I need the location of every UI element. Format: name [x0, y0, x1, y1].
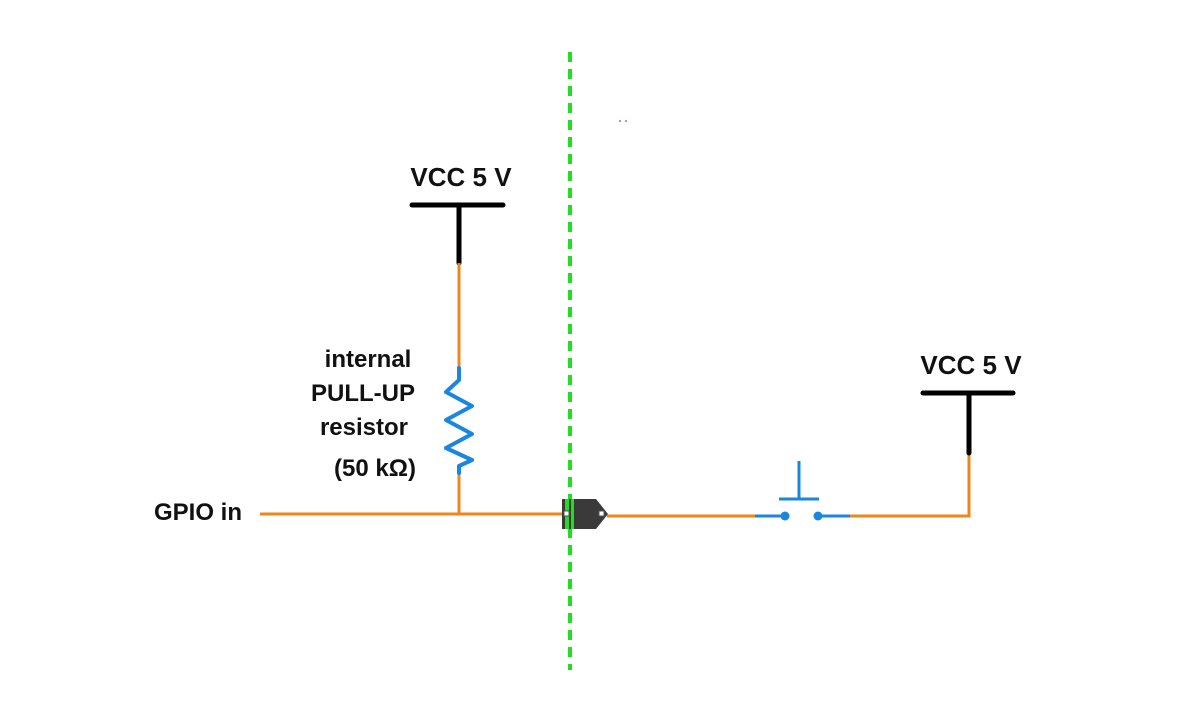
gpio-pin-connector[interactable]	[562, 499, 608, 529]
vcc-left-label: VCC 5 V	[410, 162, 512, 192]
stray-dot	[619, 120, 621, 122]
resistor-label-line3: resistor	[320, 414, 408, 441]
resistor-value-label: (50 kΩ)	[334, 455, 416, 482]
gpio-in-label: GPIO in	[154, 499, 242, 526]
vcc-right-label: VCC 5 V	[920, 350, 1022, 380]
vcc-left-symbol	[409, 202, 506, 266]
resistor-label-line1: internal	[325, 346, 412, 373]
push-button-switch[interactable]	[755, 461, 850, 521]
pullup-resistor-symbol	[444, 366, 474, 475]
vcc-right-symbol	[920, 390, 1016, 456]
stray-dot	[625, 120, 627, 122]
wire-switch-to-vcc	[850, 453, 971, 518]
resistor-label-line2: PULL-UP	[311, 380, 415, 407]
